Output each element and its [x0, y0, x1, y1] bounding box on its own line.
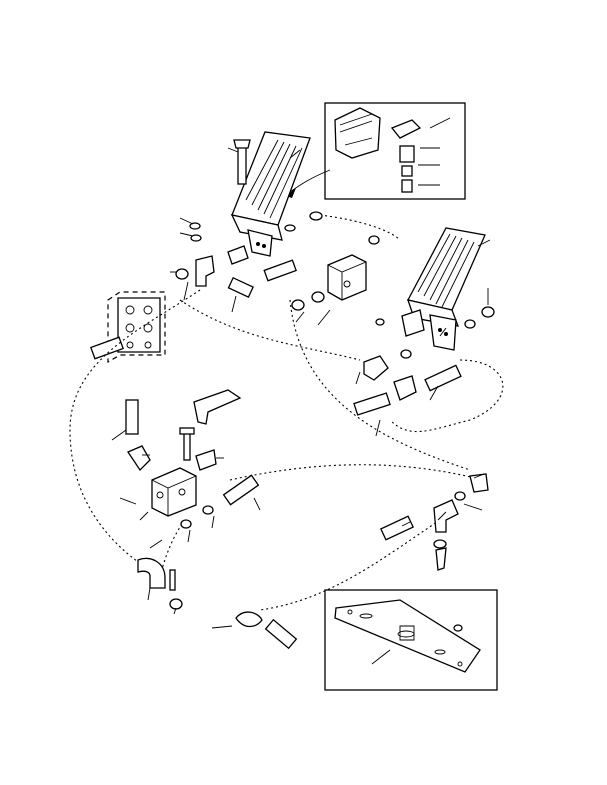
inset-pointer	[289, 169, 331, 193]
pedal-left	[230, 131, 311, 257]
nuts-and-orings	[169, 211, 495, 610]
manifold-block-lower	[151, 467, 197, 517]
manifold-block-top	[327, 254, 367, 301]
allen-wrench	[193, 389, 242, 425]
callout-leaders	[111, 147, 491, 629]
detail-inset-top	[324, 102, 466, 200]
bolts	[169, 427, 447, 591]
fitting-valve-outlet	[90, 336, 124, 360]
mounting-plate-inset	[324, 589, 498, 691]
pedal-right	[401, 227, 486, 351]
hose-fittings	[125, 259, 462, 650]
elbow-fittings	[127, 245, 489, 628]
valve-block-left	[107, 291, 166, 364]
